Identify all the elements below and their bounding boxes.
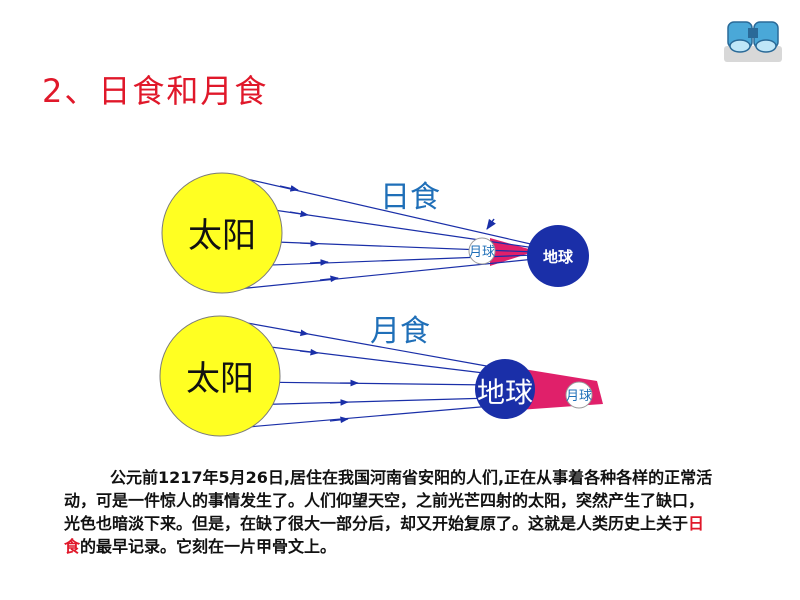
ray-arrow: [289, 329, 309, 337]
ray-arrow: [299, 348, 319, 356]
moon-label: 月球: [469, 245, 495, 260]
earth: [527, 225, 589, 287]
moon: [468, 237, 496, 265]
moon: [565, 381, 593, 409]
binoculars-icon: [724, 21, 782, 62]
ray-arrow: [279, 185, 299, 192]
solar-eclipse-label: 日食: [380, 180, 440, 215]
eclipse-diagram: 太阳 日食 月球 地球 太阳 月食 地球 月球: [159, 172, 603, 437]
sun-ray: [245, 397, 493, 406]
ray-arrow: [319, 275, 339, 283]
sun-label: 太阳: [188, 216, 256, 256]
page-title: 2、日食和月食: [42, 72, 269, 110]
sun-ray: [235, 320, 493, 368]
sun: [159, 315, 281, 437]
earth-label: 地球: [477, 376, 533, 409]
paragraph-text-end: 的最早记录。它刻在一片甲骨文上。: [80, 537, 337, 556]
solar-eclipse-highlight: 日食: [64, 514, 705, 556]
ray-arrow: [309, 259, 329, 266]
moon-label: 月球: [566, 389, 592, 404]
lunar-eclipse-group: 太阳 月食 地球 月球: [159, 314, 603, 437]
sun-ray: [235, 405, 493, 429]
ray-arrow: [329, 399, 349, 406]
moon-shadow: [490, 238, 536, 266]
earth: [475, 359, 535, 419]
ray-arrow: [329, 416, 349, 424]
history-paragraph: 公元前1217年5月26日,居住在我国河南省安阳的人们,正在从事着各种各样的正常…: [64, 466, 714, 558]
solar-eclipse-group: 太阳 日食 月球 地球: [161, 172, 589, 294]
paragraph-text: 公元前1217年5月26日,居住在我国河南省安阳的人们,正在从事着各种各样的正常…: [64, 468, 713, 533]
sun-ray: [245, 343, 493, 375]
sun: [161, 172, 283, 294]
sun-label: 太阳: [186, 359, 254, 399]
sun-ray: [237, 258, 536, 290]
ray-arrow: [299, 240, 319, 247]
sun-ray: [249, 381, 493, 386]
ray-arrow: [289, 210, 309, 218]
moon-pointer-arrow: [486, 218, 496, 230]
sun-ray: [237, 176, 536, 246]
earth-label: 地球: [543, 248, 574, 266]
lunar-eclipse-label: 月食: [370, 314, 430, 349]
